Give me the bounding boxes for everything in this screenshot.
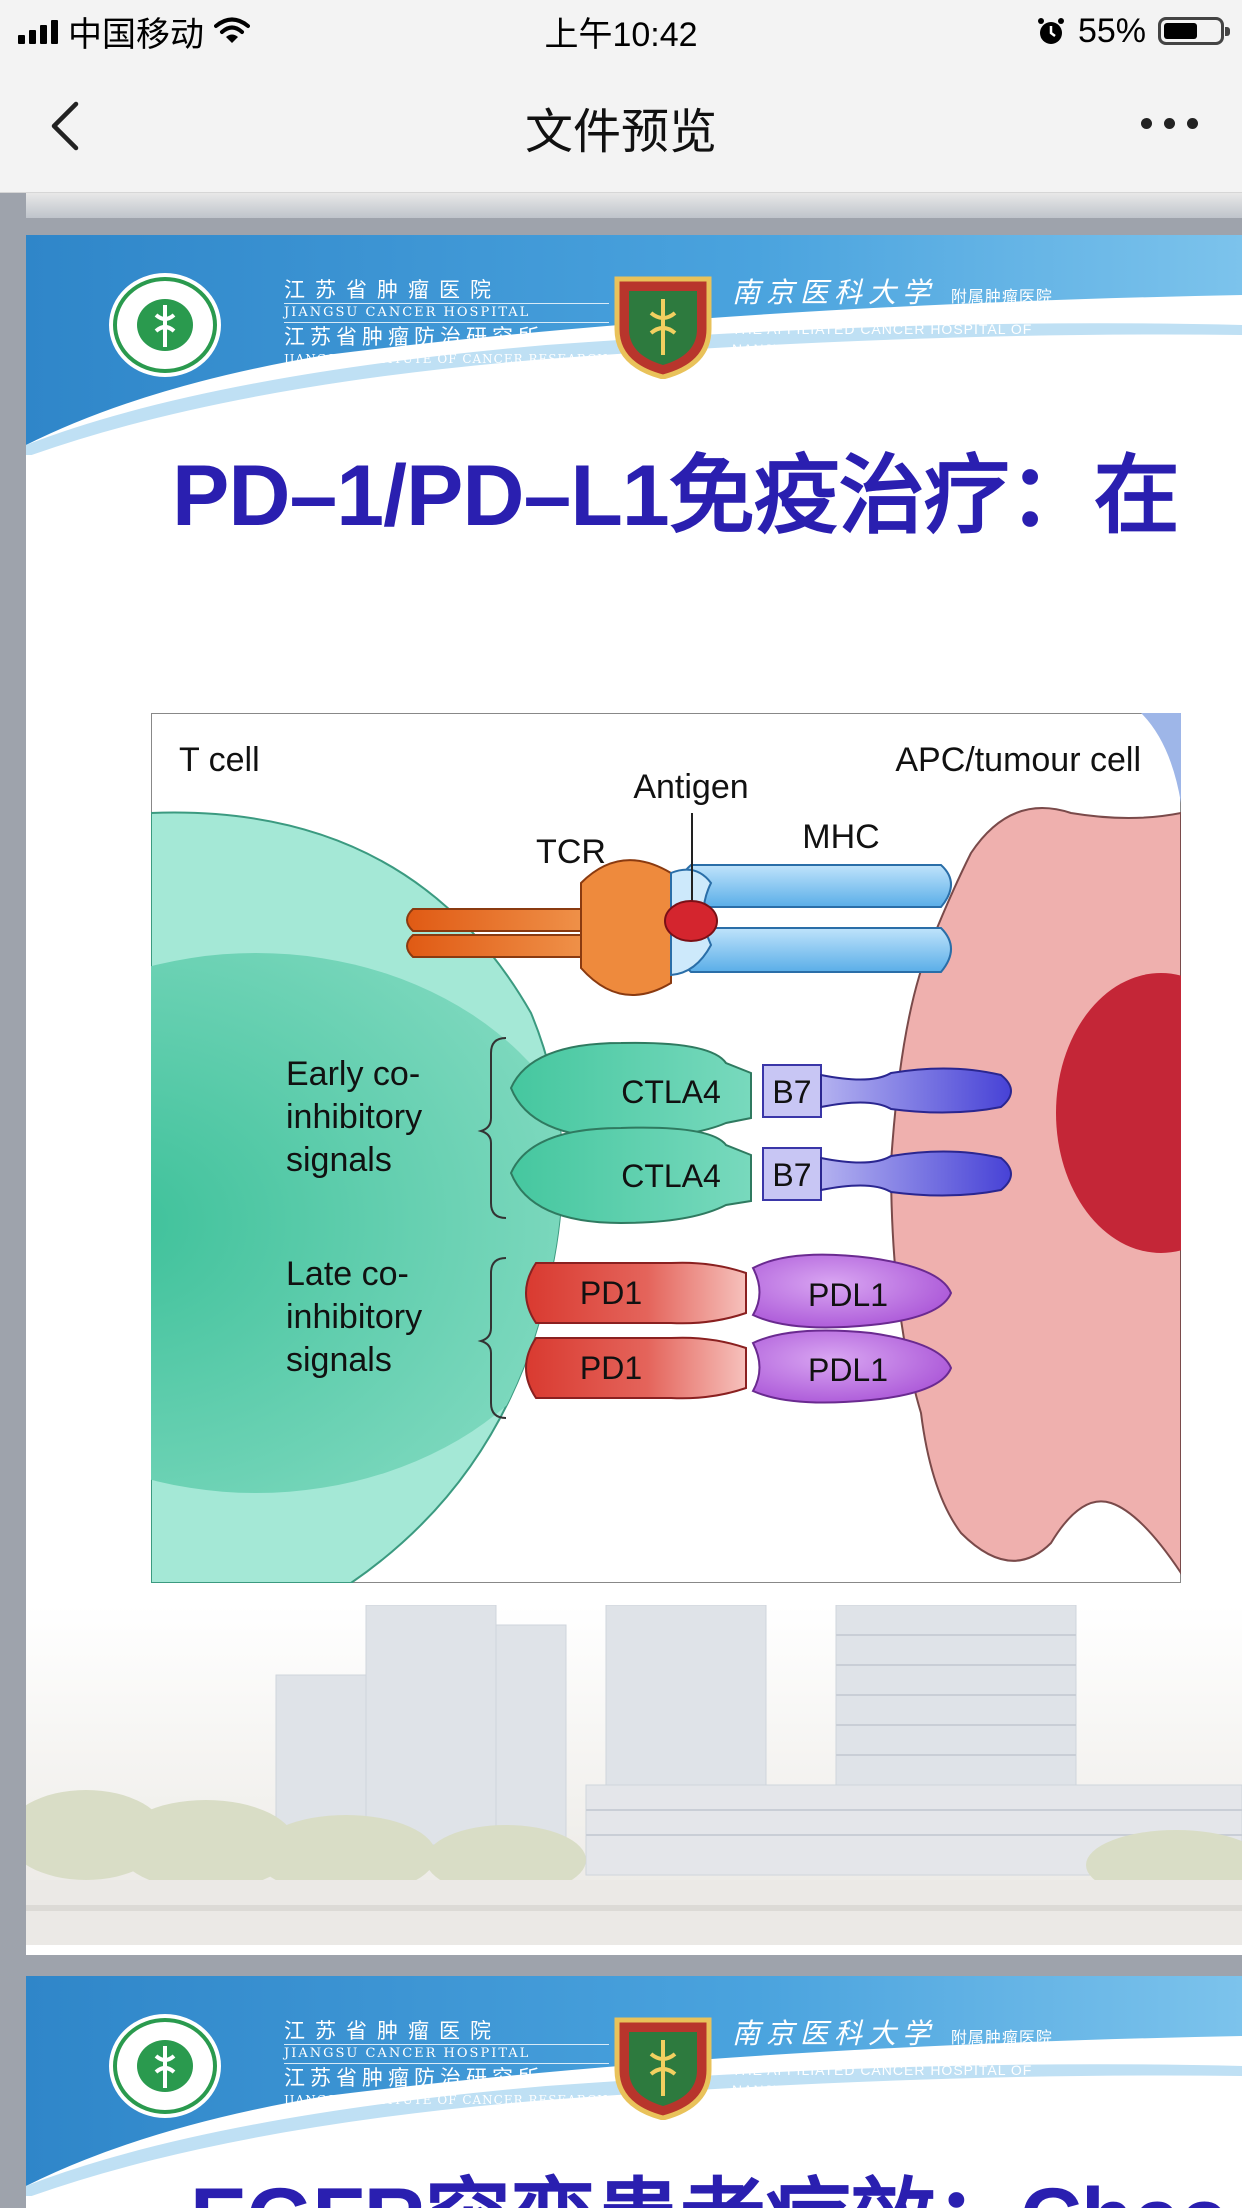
t-cell-label: T cell (179, 741, 260, 779)
slide-title: PD–1/PD–L1免疫治疗：在 (172, 448, 1180, 544)
institute-name-cn: 江苏省肿瘤防治研究所 (284, 2066, 544, 2090)
hospital-name-block: 江苏省肿瘤医院 JIANGSU CANCER HOSPITAL 江苏省肿瘤防治研… (284, 2018, 609, 2108)
navigation-bar: 文件预览 (0, 62, 1242, 193)
university-name-cn: 南京医科大学 附属肿瘤医院 (732, 2016, 1053, 2059)
previous-slide-edge (26, 193, 1242, 218)
institute-name-cn: 江苏省肿瘤防治研究所 (284, 325, 544, 349)
institute-name-en: JIANGSU INSTITUTE OF CANCER RESEARCH (284, 352, 609, 366)
status-right: 55% (1036, 0, 1230, 62)
status-time: 上午10:42 (544, 15, 698, 54)
institute-name-en: JIANGSU INSTITUTE OF CANCER RESEARCH (284, 2093, 609, 2107)
late-signals-line1: Late co- (286, 1255, 409, 1293)
slide: 江苏省肿瘤医院 JIANGSU CANCER HOSPITAL 江苏省肿瘤防治研… (26, 1976, 1242, 2208)
ctla4-label-1: CTLA4 (621, 1074, 721, 1110)
pdl1-label-2: PDL1 (808, 1352, 888, 1388)
university-name-cn: 南京医科大学 附属肿瘤医院 (732, 275, 1053, 318)
antigen-label: Antigen (633, 768, 748, 806)
mhc-label: MHC (802, 818, 879, 856)
document-viewer[interactable]: 江苏省肿瘤医院 JIANGSU CANCER HOSPITAL 江苏省肿瘤防治研… (0, 193, 1242, 2208)
hospital-building-watermark (26, 1605, 1242, 1945)
battery-icon (1158, 17, 1230, 45)
back-chevron-icon[interactable] (40, 96, 100, 156)
carrier-label: 中国移动 (68, 15, 204, 54)
university-name-en-1: THE AFFILIATED CANCER HOSPITAL OF (732, 321, 1033, 337)
university-name-en-2: NANJING MEDICAL UNIVERSITY (732, 2082, 973, 2098)
immune-checkpoint-diagram: T cell APC/tumour cell Antigen TCR MHC E… (151, 713, 1181, 1583)
nanjing-medical-university-logo (614, 2017, 712, 2120)
university-name-block: 南京医科大学 附属肿瘤医院 THE AFFILIATED CANCER HOSP… (732, 275, 1053, 358)
jiangsu-hospital-logo (109, 273, 221, 377)
status-bar: 中国移动 上午10:42 55% (0, 0, 1242, 62)
jiangsu-hospital-logo (109, 2014, 221, 2118)
apc-tumour-cell-label: APC/tumour cell (895, 741, 1141, 779)
hospital-name-cn: 江苏省肿瘤医院 (284, 2019, 501, 2043)
university-name-block: 南京医科大学 附属肿瘤医院 THE AFFILIATED CANCER HOSP… (732, 2016, 1053, 2099)
university-name-en-2: NANJING MEDICAL UNIVERSITY (732, 341, 973, 357)
b7-label-2: B7 (772, 1157, 811, 1193)
page-title: 文件预览 (524, 104, 717, 160)
status-left: 中国移动 (18, 0, 250, 62)
slide: 江苏省肿瘤医院 JIANGSU CANCER HOSPITAL 江苏省肿瘤防治研… (26, 235, 1242, 1955)
ctla4-label-2: CTLA4 (621, 1158, 721, 1194)
pdl1-label-1: PDL1 (808, 1277, 888, 1313)
late-signals-line2: inhibitory (286, 1298, 422, 1336)
hospital-name-block: 江苏省肿瘤医院 JIANGSU CANCER HOSPITAL 江苏省肿瘤防治研… (284, 277, 609, 367)
hospital-name-en: JIANGSU CANCER HOSPITAL (284, 2044, 609, 2064)
pd1-label-2: PD1 (580, 1350, 642, 1386)
cellular-signal-icon (18, 18, 58, 44)
alarm-icon (1037, 18, 1064, 44)
slide-title: EGFR突变患者疗效：Chec (190, 2148, 1227, 2208)
tcr-label: TCR (536, 833, 606, 871)
hospital-name-cn: 江苏省肿瘤医院 (284, 278, 501, 302)
b7-label-1: B7 (772, 1074, 811, 1110)
pd1-label-1: PD1 (580, 1275, 642, 1311)
early-signals-line1: Early co- (286, 1055, 420, 1093)
slide-header-banner (26, 1976, 1242, 2196)
battery-percent: 55% (1077, 11, 1146, 50)
hospital-name-en: JIANGSU CANCER HOSPITAL (284, 303, 609, 323)
wifi-icon (214, 17, 250, 43)
university-name-en-1: THE AFFILIATED CANCER HOSPITAL OF (732, 2062, 1033, 2078)
nanjing-medical-university-logo (614, 276, 712, 379)
early-signals-line3: signals (286, 1141, 392, 1179)
early-signals-line2: inhibitory (286, 1098, 422, 1136)
more-options-icon[interactable] (1141, 118, 1198, 129)
late-signals-line3: signals (286, 1341, 392, 1379)
